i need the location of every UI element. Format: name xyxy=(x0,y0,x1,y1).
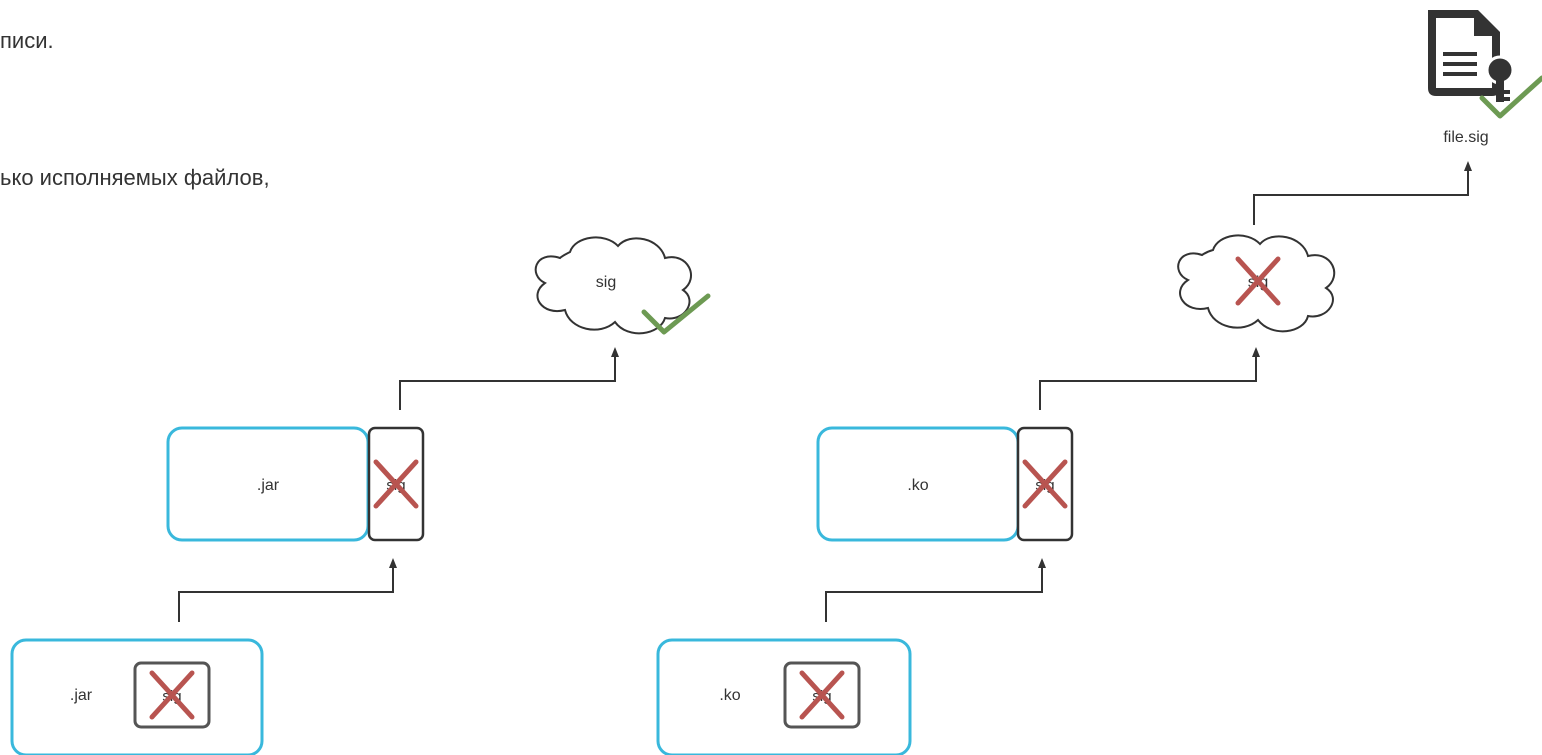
arrow-jar-to-cloud xyxy=(399,347,619,410)
jar-file-attached: .jar sig xyxy=(166,426,425,542)
ko-file-embedded: .ko sig xyxy=(656,638,912,755)
check-icon xyxy=(1479,75,1542,119)
file-sig-label: file.sig xyxy=(1443,129,1488,146)
ko-file-attached: .ko sig xyxy=(816,426,1074,542)
sig-box-attached-jar: sig xyxy=(367,426,425,542)
text-line-1: писи. xyxy=(0,28,54,53)
arrow-ko-to-cloud xyxy=(1039,347,1260,410)
ko-label-bottom: .ko xyxy=(719,687,740,704)
cloud-sig-invalid: sig xyxy=(1177,234,1336,333)
sig-box-embedded-ko: sig xyxy=(783,661,861,729)
arrow-cloud-to-filesig xyxy=(1253,161,1472,225)
text-line-2: ько исполняемых файлов, xyxy=(0,165,270,190)
document-key-icon xyxy=(1428,10,1515,102)
check-icon xyxy=(641,293,711,335)
arrow-jar-to-attached xyxy=(178,558,397,622)
ko-label-middle: .ko xyxy=(907,477,928,494)
sig-label-cloud-valid: sig xyxy=(596,274,616,291)
arrow-ko-to-attached xyxy=(825,558,1046,622)
cloud-sig-valid: sig xyxy=(534,236,692,335)
sig-box-embedded-jar: sig xyxy=(133,661,211,729)
sig-box-attached-ko: sig xyxy=(1016,426,1074,542)
jar-label-bottom: .jar xyxy=(70,687,93,704)
jar-label-middle: .jar xyxy=(257,477,280,494)
jar-file-embedded: .jar sig xyxy=(10,638,264,755)
